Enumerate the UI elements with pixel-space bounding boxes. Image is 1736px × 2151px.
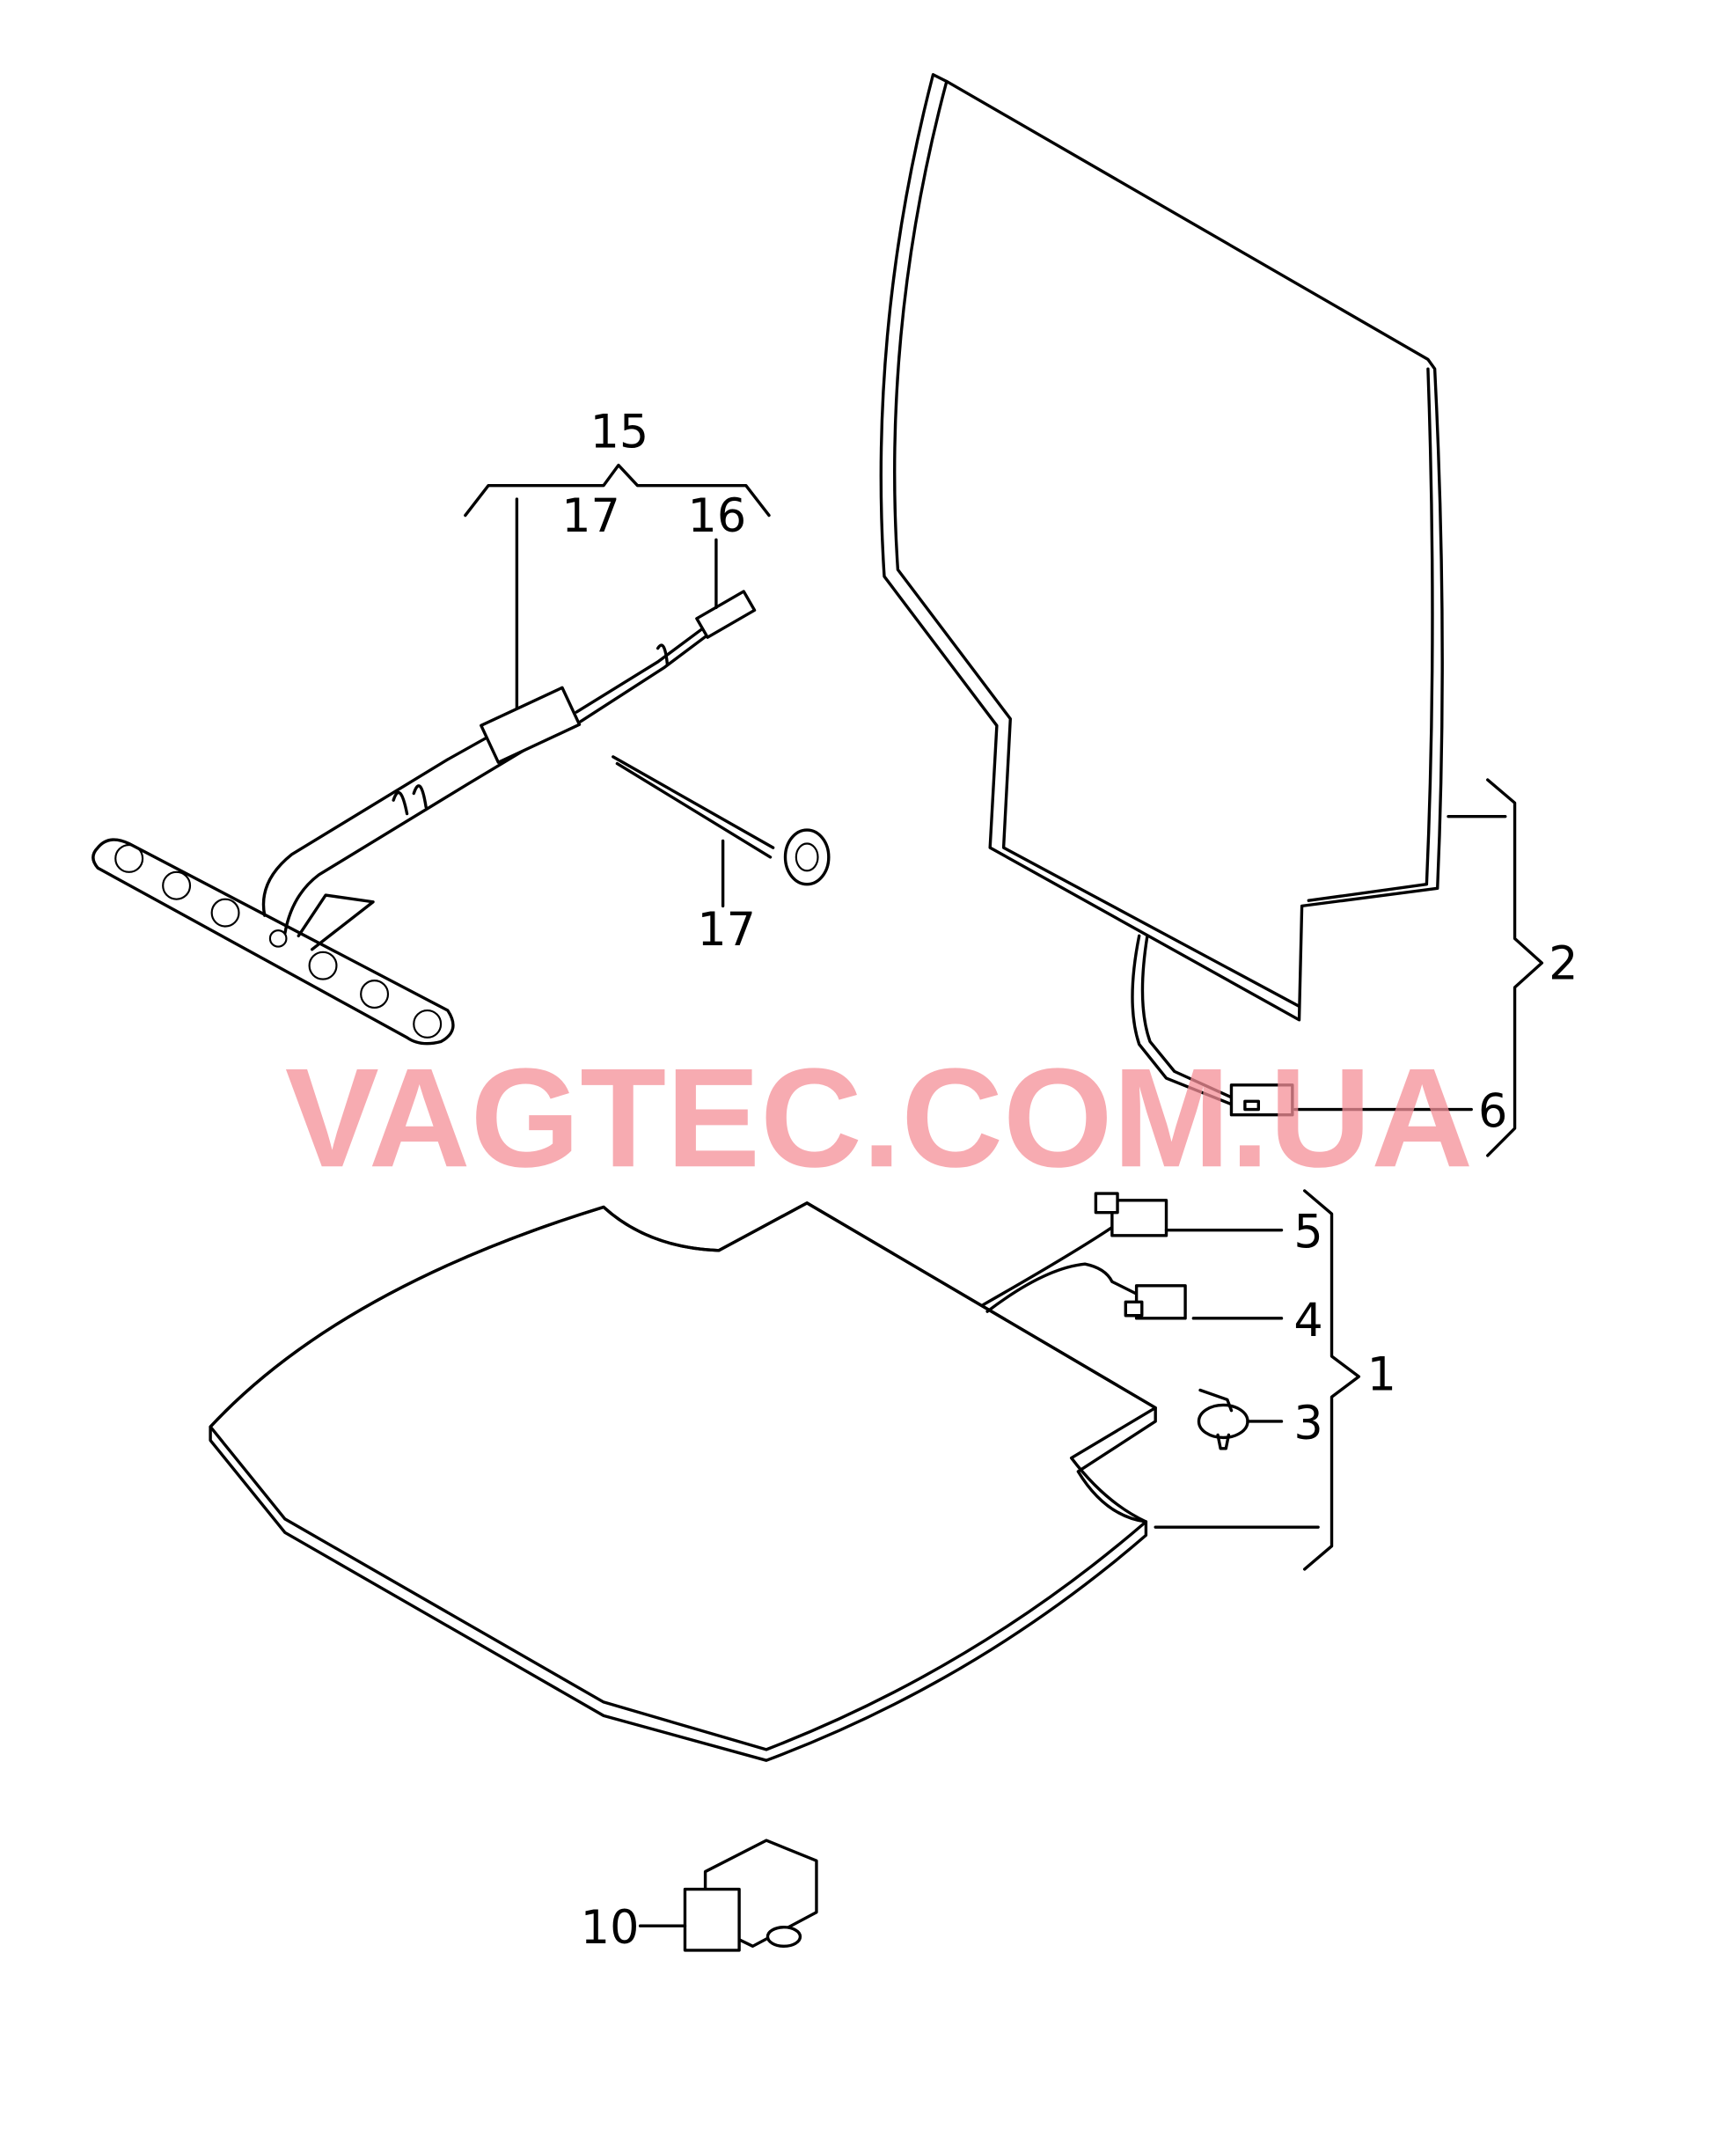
clip-3[interactable] xyxy=(1197,1388,1249,1450)
callout-2: 2 xyxy=(1549,937,1578,991)
callout-17-top: 17 xyxy=(561,489,620,543)
callout-17-bottom: 17 xyxy=(697,903,756,957)
connector-4[interactable] xyxy=(1124,1284,1187,1320)
seat-occupancy-sensor-mat[interactable] xyxy=(92,590,757,1046)
control-unit-10[interactable] xyxy=(683,1839,818,1952)
callout-4: 4 xyxy=(1293,1294,1322,1347)
watermark: VAGTEC.COM.UA xyxy=(285,1039,1473,1196)
cushion-heating-element[interactable] xyxy=(209,1201,1157,1762)
cable-tie-17[interactable] xyxy=(612,755,831,886)
callout-6: 6 xyxy=(1478,1085,1507,1139)
callout-1: 1 xyxy=(1367,1348,1396,1402)
callout-5: 5 xyxy=(1293,1206,1322,1259)
connector-6[interactable] xyxy=(1229,1083,1294,1117)
callout-16: 16 xyxy=(688,489,747,543)
callout-3: 3 xyxy=(1293,1397,1322,1450)
callout-15: 15 xyxy=(590,406,649,459)
connector-5[interactable] xyxy=(1094,1192,1168,1237)
callout-10: 10 xyxy=(581,1901,640,1955)
leader-lines xyxy=(464,463,1544,1927)
backrest-heating-element[interactable] xyxy=(879,73,1444,1107)
